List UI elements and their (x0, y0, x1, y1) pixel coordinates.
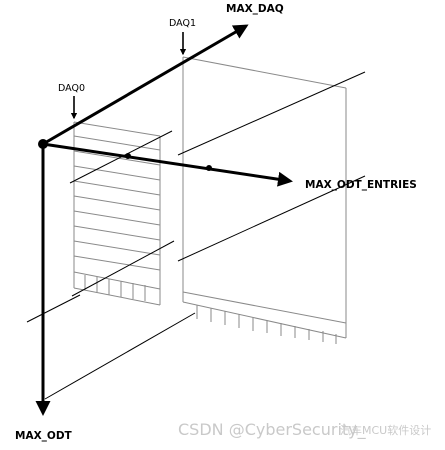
daq0-box (73, 121, 161, 306)
max-daq-axis (42, 24, 249, 146)
watermark-text-2: 汽车MCU软件设计 (340, 423, 431, 437)
daq1-box (182, 56, 347, 344)
max-odt-entries-label: MAX_ODT_ENTRIES (305, 179, 417, 191)
axes (35, 24, 293, 416)
origin-dot (38, 139, 48, 149)
daq1-cell-dividers (196, 305, 337, 344)
daq0-odt-rows (73, 135, 161, 290)
daq1-label: DAQ1 (169, 18, 196, 29)
daq0-label: DAQ0 (58, 83, 85, 94)
entries-dot-1 (125, 153, 131, 159)
perspective-lines (26, 71, 366, 400)
max-daq-label: MAX_DAQ (226, 3, 284, 15)
max-odt-label: MAX_ODT (15, 430, 73, 442)
daq0-cell-dividers (84, 275, 146, 301)
max-odt-entries-axis (42, 142, 293, 187)
entries-dot-2 (206, 165, 212, 171)
watermark-text: CSDN @CyberSecurity_ (178, 420, 367, 440)
